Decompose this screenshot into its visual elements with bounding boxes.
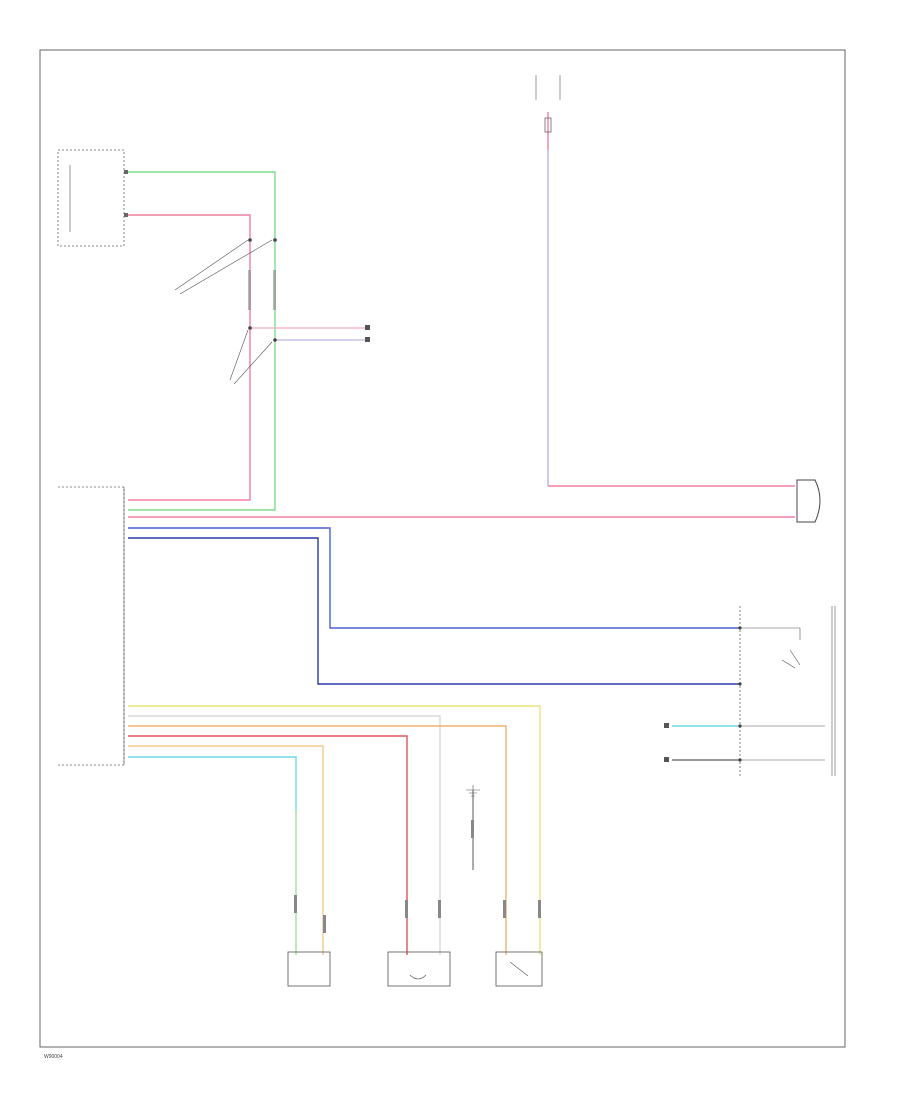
stub-5 <box>503 900 506 918</box>
illum-arrow-1 <box>664 723 669 728</box>
splice-2 <box>273 238 277 242</box>
brake-pin-4 <box>738 758 742 762</box>
wire-pink-cluster <box>128 214 251 501</box>
brake-pin-3 <box>738 724 742 728</box>
stub-3 <box>405 900 408 918</box>
footer-code: W90004 <box>44 1054 63 1060</box>
brake-pin-1 <box>738 626 742 630</box>
component-switch-contact <box>509 961 529 977</box>
wire-grey <box>128 715 441 955</box>
stub-ground <box>471 820 474 838</box>
splice-3 <box>248 326 252 330</box>
splice-leader-2 <box>229 329 273 385</box>
stub-4 <box>438 900 441 918</box>
stub-6 <box>538 900 541 918</box>
ground-symbol <box>466 785 480 797</box>
fuse-symbol <box>544 117 552 133</box>
splice-leader-1 <box>174 239 273 295</box>
wire-orange <box>128 725 507 955</box>
wire-cyan <box>128 756 297 810</box>
pcm-box <box>58 486 125 766</box>
cluster-pin-2 <box>124 213 128 217</box>
stub-2 <box>323 915 326 933</box>
wire-yellow <box>128 705 541 955</box>
connector-arrow-2 <box>365 337 370 342</box>
wire-internal <box>740 627 825 761</box>
component-switch <box>495 951 543 987</box>
splice-4 <box>273 338 277 342</box>
wire-blue-1 <box>128 527 740 629</box>
connector-arrow-1 <box>365 325 370 330</box>
illum-arrow-2 <box>664 757 669 762</box>
sensor-connector <box>796 479 821 523</box>
wire-orange-2 <box>128 745 324 955</box>
fuse-hot-bar <box>535 75 561 100</box>
component-sensor-coil <box>409 974 427 980</box>
splice-1 <box>248 238 252 242</box>
brake-pin-2 <box>738 682 742 686</box>
component-sensor <box>387 951 451 987</box>
cluster-pin-1 <box>124 170 128 174</box>
stub-1 <box>294 895 297 913</box>
component-solenoid <box>287 951 331 987</box>
wire-blue-2 <box>128 537 740 685</box>
diagram-frame <box>39 49 846 1048</box>
stub-v1 <box>248 270 251 310</box>
instrument-cluster-box <box>57 149 125 247</box>
stub-v2 <box>273 270 276 310</box>
wire-green-cluster <box>128 171 276 511</box>
brake-switch-contact <box>781 649 801 669</box>
wire-red <box>128 735 408 955</box>
